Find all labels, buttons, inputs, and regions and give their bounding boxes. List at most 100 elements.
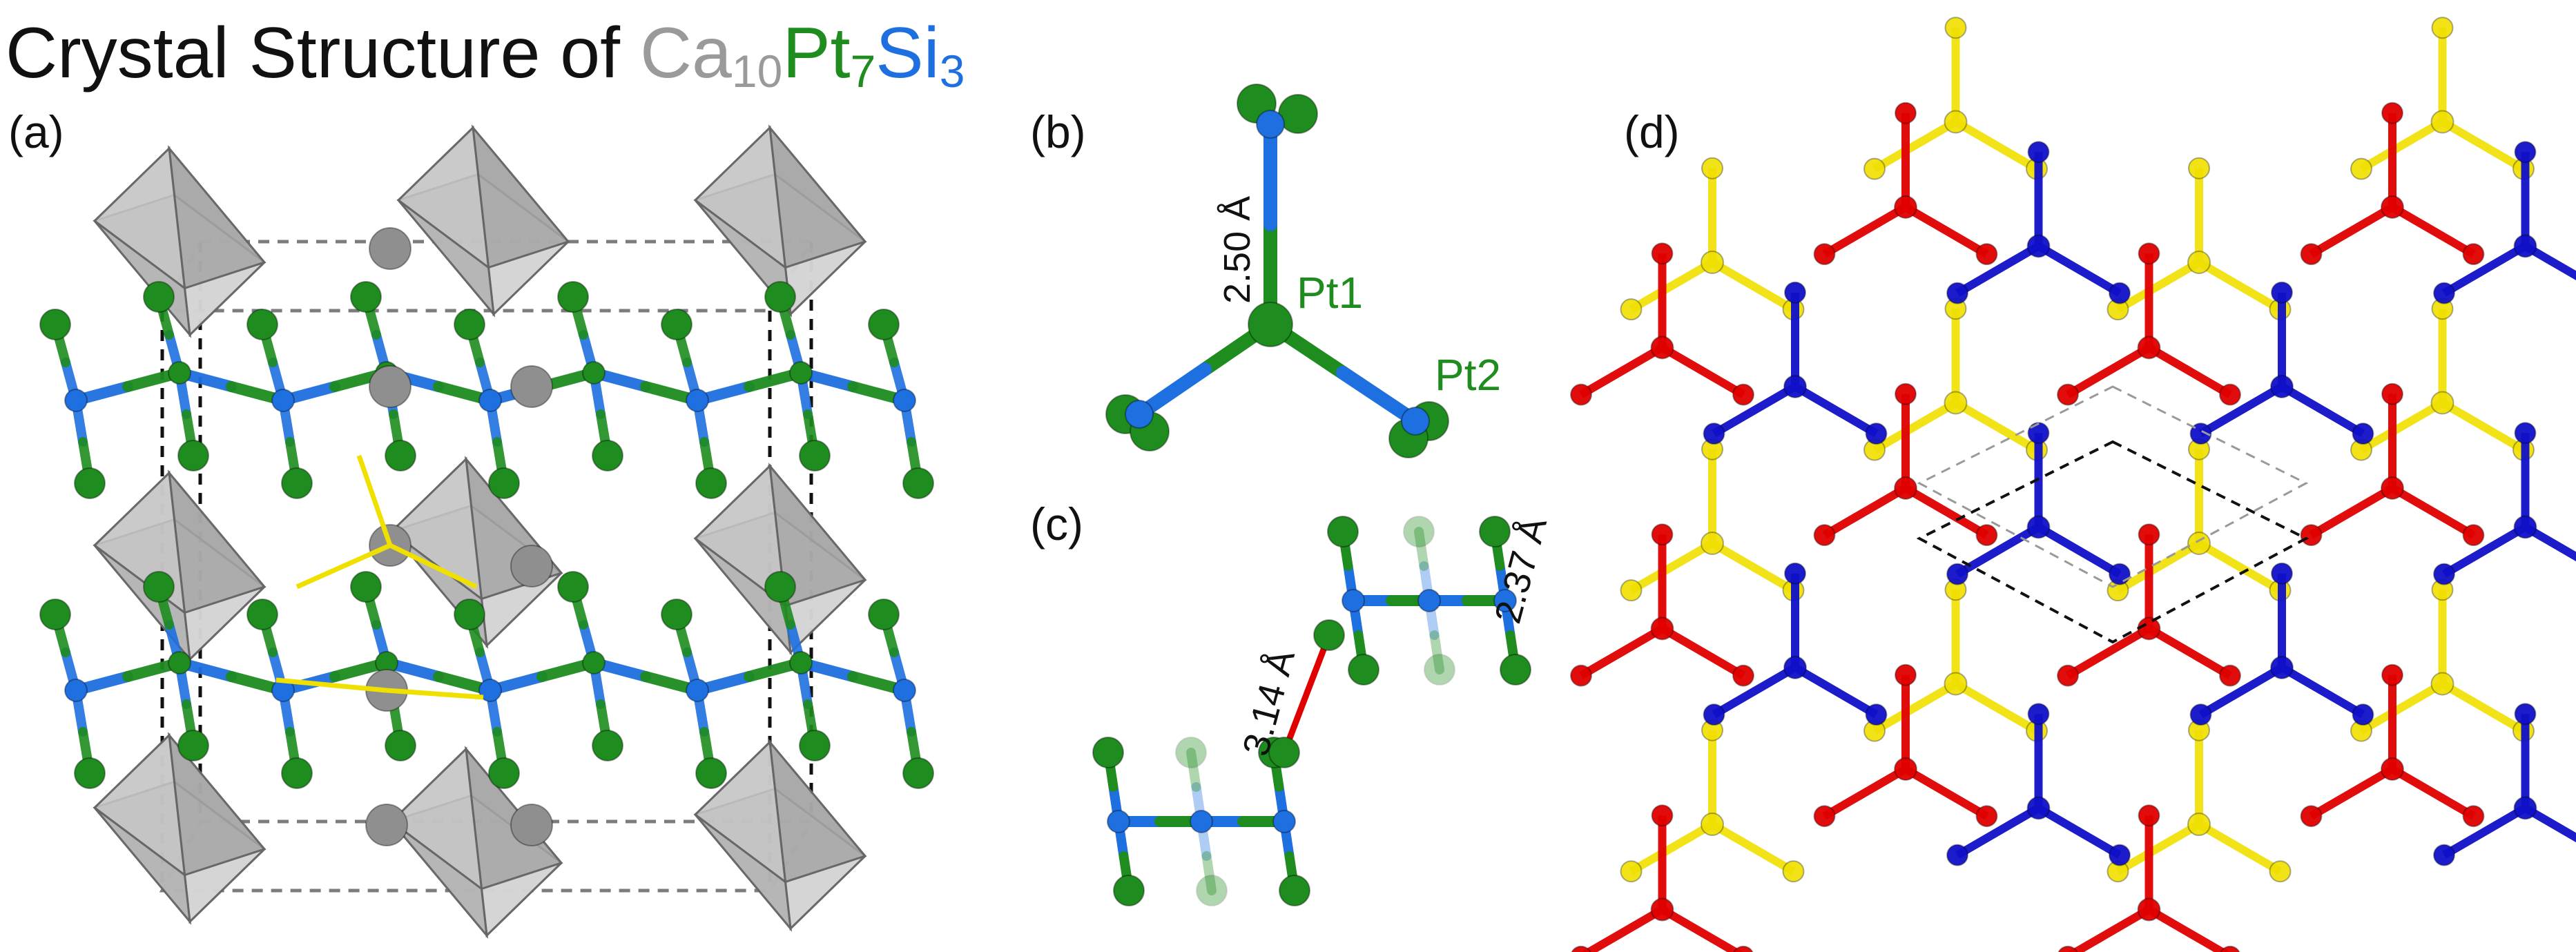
net-bond [2115, 258, 2202, 313]
pt1-label: Pt1 [1297, 268, 1363, 318]
atom [1895, 382, 1917, 405]
atom [2109, 282, 2131, 304]
atom [143, 571, 175, 603]
atom [1424, 654, 1455, 686]
atom [2513, 796, 2537, 820]
atom [2514, 141, 2537, 164]
atom [246, 599, 278, 630]
projected-unit-cell [1916, 385, 2309, 644]
atom [1813, 243, 1836, 266]
ca-octahedron [93, 732, 267, 925]
atom [2433, 563, 2455, 585]
atom [39, 599, 71, 630]
atom [2220, 945, 2240, 952]
atom [365, 804, 408, 846]
atom [2137, 336, 2161, 360]
ca-octahedron [693, 739, 867, 932]
atom [1895, 101, 1917, 124]
atom [2462, 524, 2485, 547]
atom [1571, 945, 1591, 952]
atom [74, 467, 106, 499]
atom [1946, 282, 1968, 304]
atom [1092, 737, 1124, 768]
atom [1190, 810, 1213, 833]
atom [177, 730, 209, 761]
net-bond [2309, 203, 2395, 258]
atom [385, 730, 416, 761]
atom [1620, 860, 1643, 883]
atom [510, 365, 553, 408]
atom [2057, 945, 2078, 952]
atom [2430, 391, 2454, 415]
atom [2219, 664, 2241, 687]
net-bond [1629, 539, 1715, 594]
atom [789, 361, 813, 385]
framework-net [1620, 17, 2535, 883]
ca-octahedron [93, 469, 267, 663]
net-bond [1903, 203, 1989, 258]
atom [1248, 302, 1293, 347]
atom [1975, 805, 1998, 828]
net-bond [2065, 625, 2151, 679]
atom [168, 651, 191, 674]
net-bond [2115, 820, 2202, 875]
atom [868, 599, 900, 630]
atom [350, 571, 382, 603]
octahedron-face [397, 199, 496, 318]
atom [764, 281, 796, 313]
atom [764, 571, 796, 603]
atom [1570, 664, 1592, 687]
panel-d-label: (d) [1624, 106, 1680, 157]
atom [2137, 616, 2161, 641]
atom [64, 679, 88, 702]
bond [1201, 851, 1217, 895]
atom [1944, 391, 1968, 415]
long-contact-bond [1281, 634, 1333, 754]
atom [893, 389, 916, 412]
net-bond [2523, 242, 2576, 281]
octahedron-face [694, 813, 793, 932]
atom [1732, 383, 1754, 406]
atom [582, 651, 606, 674]
atom [1783, 375, 1807, 398]
atom [902, 467, 934, 499]
atom [2026, 515, 2051, 539]
atom [1403, 516, 1435, 547]
net-bond [2359, 680, 2445, 735]
atom [686, 679, 709, 702]
atom [2300, 243, 2323, 266]
atom [2057, 664, 2079, 687]
net-bond [2441, 242, 2528, 297]
atom [281, 467, 313, 499]
net-bond [2309, 484, 2395, 539]
atom [2381, 757, 2404, 781]
atom [2057, 383, 2079, 406]
cell-edge [1916, 440, 2309, 644]
atom [1651, 804, 1674, 827]
net-bond [2147, 906, 2231, 952]
atom [1782, 860, 1805, 883]
atom [385, 440, 416, 472]
atom [1946, 563, 1968, 585]
bond [1429, 630, 1444, 674]
net-bond [1903, 484, 1989, 539]
pt-si-chain [39, 571, 934, 789]
atom [686, 389, 709, 412]
atom [454, 599, 485, 630]
atom [868, 309, 900, 340]
atom [39, 309, 71, 340]
atom [592, 730, 623, 761]
atom [1107, 810, 1130, 833]
atom [177, 440, 209, 472]
atom [2513, 515, 2537, 539]
atom [1783, 656, 1807, 680]
net-bond [2390, 765, 2476, 820]
atom [1125, 400, 1154, 429]
net-bond [2279, 663, 2365, 719]
atom [789, 651, 813, 674]
net-bond [1660, 906, 1744, 952]
atom [2027, 703, 2050, 726]
contact-bond [275, 677, 387, 693]
atom [2513, 234, 2537, 258]
